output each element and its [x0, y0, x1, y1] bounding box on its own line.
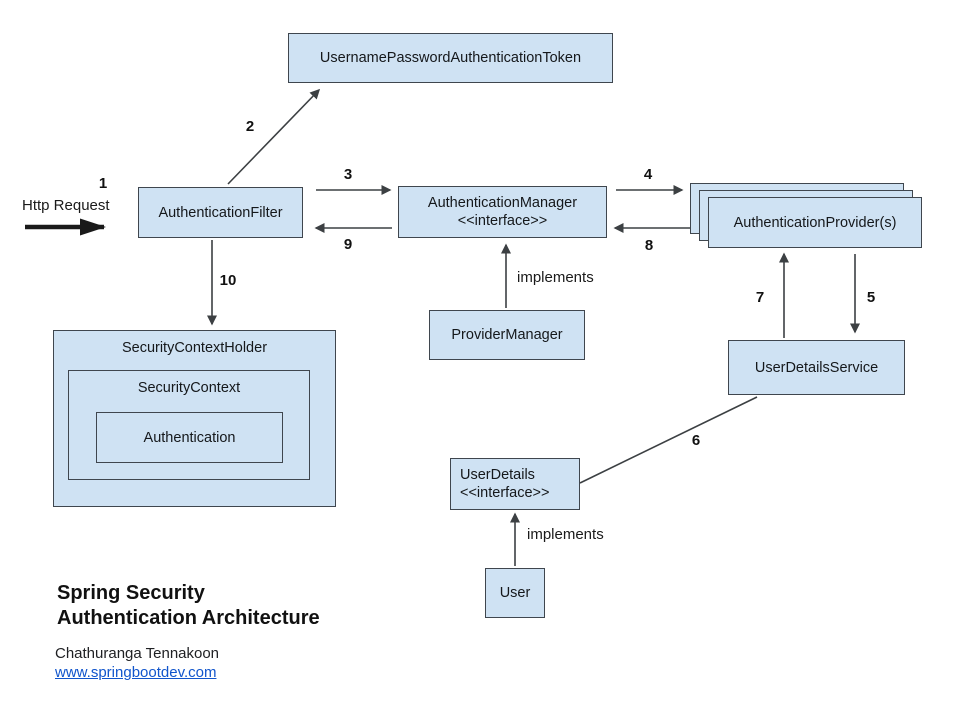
implements-label-user: implements: [527, 526, 604, 543]
step-7-label: 7: [755, 289, 765, 306]
website-link-wrap: www.springbootdev.com: [55, 664, 216, 681]
step-4-label: 4: [643, 166, 653, 183]
diagram-title-line2: Authentication Architecture: [57, 607, 320, 629]
node-user-details: UserDetails <<interface>>: [450, 458, 580, 510]
author-name: Chathuranga Tennakoon: [55, 645, 220, 662]
step-9-label: 9: [343, 236, 353, 253]
diagram-title: Spring Security Authentication Architect…: [57, 581, 320, 631]
node-label: UsernamePasswordAuthenticationToken: [319, 50, 582, 66]
node-stereotype: <<interface>>: [460, 485, 550, 501]
step-3-label: 3: [343, 166, 353, 183]
node-stereotype: <<interface>>: [457, 213, 548, 229]
node-label: UserDetails: [460, 467, 535, 483]
node-authentication-manager: AuthenticationManager <<interface>>: [398, 186, 607, 238]
step-10-label: 10: [219, 272, 237, 289]
step-6-label: 6: [691, 432, 701, 449]
node-label: Authentication: [143, 429, 236, 446]
node-label: ProviderManager: [451, 327, 563, 343]
node-label: User: [499, 585, 531, 601]
node-user-details-service: UserDetailsService: [728, 340, 905, 395]
diagram-title-line1: Spring Security: [57, 582, 205, 604]
node-label: AuthenticationManager: [427, 195, 578, 211]
node-username-password-authentication-token: UsernamePasswordAuthenticationToken: [288, 33, 613, 83]
line-6-userdetails-to-uds: [579, 396, 758, 484]
step-2-label: 2: [245, 118, 255, 135]
step-1-label: 1: [98, 175, 108, 192]
node-label: SecurityContext: [137, 380, 241, 396]
node-label: AuthenticationProvider(s): [733, 214, 897, 231]
node-authentication-filter: AuthenticationFilter: [138, 187, 303, 238]
node-provider-manager: ProviderManager: [429, 310, 585, 360]
node-label: AuthenticationFilter: [158, 204, 283, 221]
node-user: User: [485, 568, 545, 618]
node-label: SecurityContextHolder: [121, 340, 268, 356]
http-request-label: Http Request: [22, 197, 110, 214]
node-authentication: Authentication: [96, 412, 283, 463]
arrow-2-filter-to-token: [227, 88, 321, 185]
node-label: UserDetailsService: [754, 359, 879, 376]
node-authentication-providers: AuthenticationProvider(s): [708, 197, 922, 248]
website-link[interactable]: www.springbootdev.com: [55, 664, 217, 681]
implements-label-provider-manager: implements: [517, 269, 594, 286]
step-5-label: 5: [866, 289, 876, 306]
step-8-label: 8: [644, 237, 654, 254]
